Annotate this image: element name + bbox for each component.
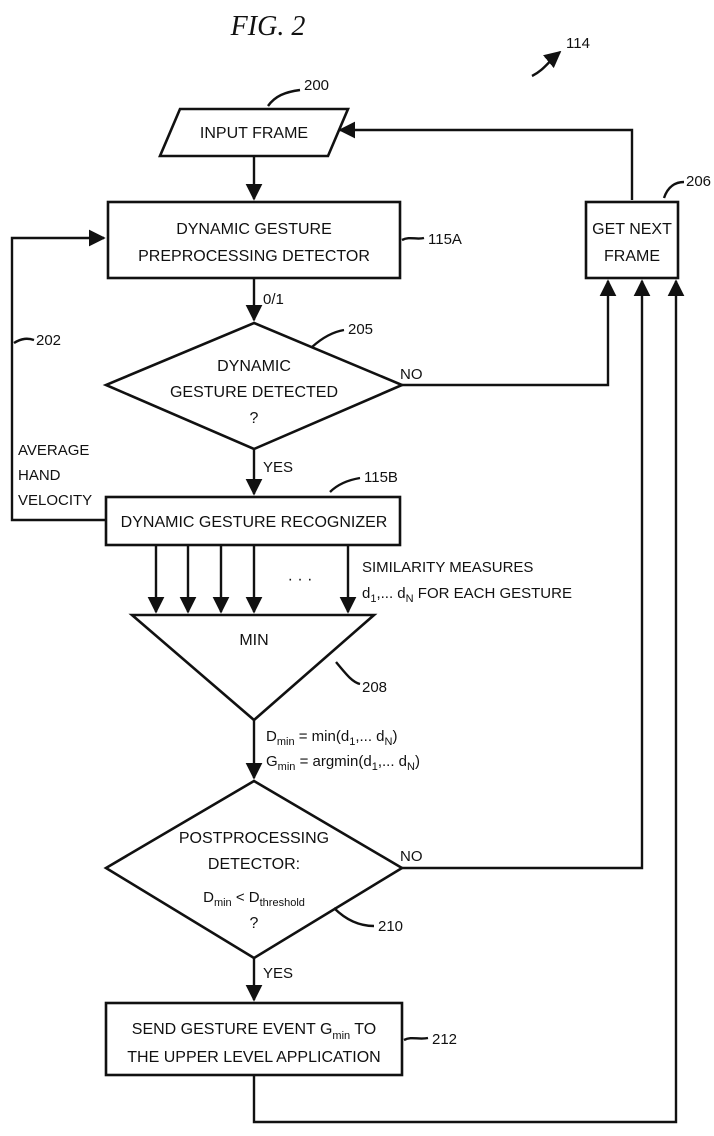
input-frame-node [158,107,350,158]
avg-velocity-line3: VELOCITY [18,492,92,509]
decision1-line3: ? [250,410,259,427]
decision1-line1: DYNAMIC [217,358,291,375]
ref-114: 114 [566,35,590,52]
min-label: MIN [239,632,268,649]
post-question: ? [250,915,259,932]
min-selector-node [128,613,378,722]
input-frame-label: INPUT FRAME [200,125,308,142]
preproc-label-line1: DYNAMIC GESTURE [176,221,332,238]
ref-200: 200 [304,77,329,94]
arrow-get-next-to-input [338,121,634,200]
preprocessing-detector-node [106,200,402,280]
ref-210: 210 [378,918,403,935]
dynamic-gesture-recognizer-node [104,495,402,547]
ref-115b-leader [329,476,361,493]
post-condition: Dmin < Dthreshold [203,889,305,909]
post-line1: POSTPROCESSING [179,830,329,847]
label-no1: NO [400,366,423,383]
gmin-equation: Gmin = argmin(d1,... dN) [266,753,420,773]
similarity-label-line2: d1,... dN FOR EACH GESTURE [362,585,572,605]
ref-205: 205 [348,321,373,338]
ref-210-leader [333,907,375,928]
feedback-loop-velocity [10,229,106,522]
get-next-label-line2: FRAME [604,248,660,265]
ref-206-leader [662,180,685,199]
ref-115a-leader [401,236,425,242]
ref-115a: 115A [428,231,462,248]
ref-212-leader [403,1036,429,1042]
preproc-label-line2: PREPROCESSING DETECTOR [138,248,370,265]
recognizer-label: DYNAMIC GESTURE RECOGNIZER [121,514,388,531]
label-zero-one: 0/1 [263,291,284,308]
figure-title: FIG. 2 [230,11,306,42]
get-next-label-line1: GET NEXT [592,221,672,238]
ref-202: 202 [36,332,61,349]
decision1-line2: GESTURE DETECTED [170,384,338,401]
send-gesture-event-node [104,1001,404,1077]
send-label-line2: THE UPPER LEVEL APPLICATION [127,1049,380,1066]
similarity-label-line1: SIMILARITY MEASURES [362,559,533,576]
ref-114-leader [531,50,562,78]
label-yes2: YES [263,965,293,982]
arrow-send-to-get-next [252,279,685,1124]
ref-208-leader [335,661,361,686]
ref-200-leader [267,88,301,107]
avg-velocity-line2: HAND [18,467,61,484]
post-line2: DETECTOR: [208,856,300,873]
label-no2: NO [400,848,423,865]
avg-velocity-line1: AVERAGE [18,442,89,459]
arrow-no1-to-get-next [402,279,617,387]
get-next-frame-node [584,200,680,280]
label-yes1: YES [263,459,293,476]
arrow-no2-to-get-next [402,279,651,870]
ref-208: 208 [362,679,387,696]
ref-206: 206 [686,173,711,190]
ref-115b: 115B [364,469,398,486]
send-label-line1: SEND GESTURE EVENT Gmin TO [132,1021,376,1042]
ref-212: 212 [432,1031,457,1048]
ref-202-leader [13,337,35,345]
ref-205-leader [311,328,345,348]
similarity-ellipsis: · · · [288,571,313,588]
dmin-equation: Dmin = min(d1,... dN) [266,728,397,748]
